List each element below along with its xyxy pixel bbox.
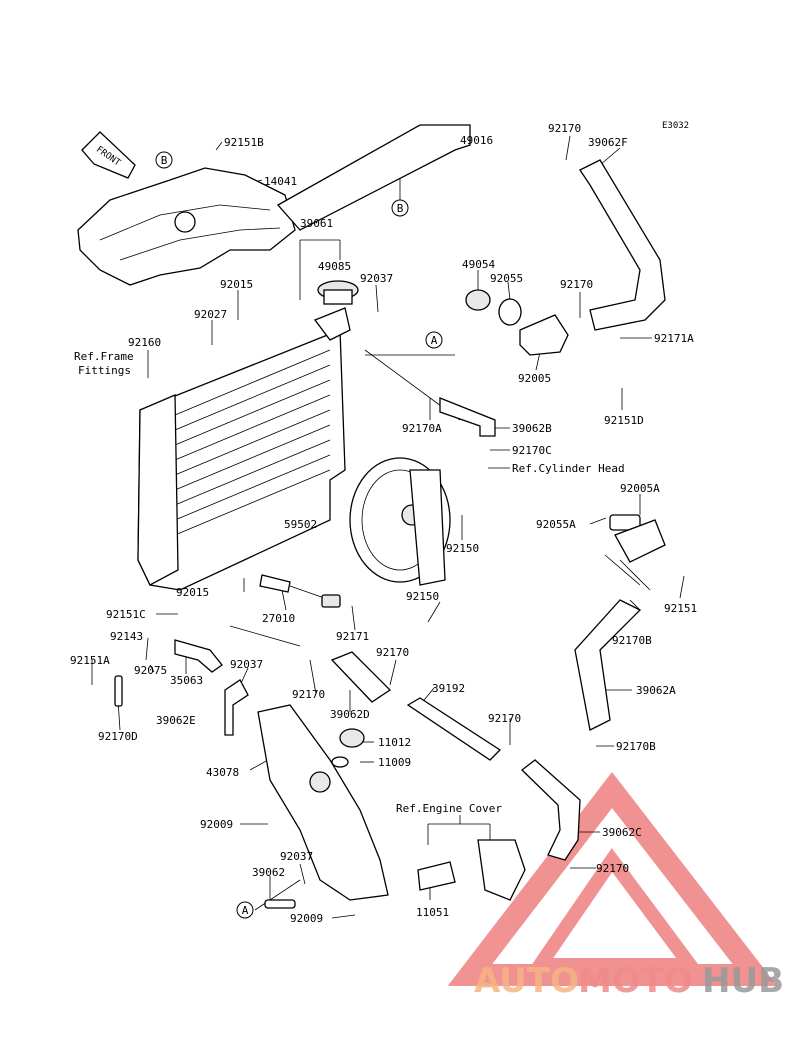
label-49054: 49054 bbox=[462, 258, 495, 271]
label-92170-e: 92170 bbox=[596, 862, 629, 875]
water-pipe-92005A bbox=[609, 514, 666, 563]
label-92170D: 92170D bbox=[98, 730, 138, 743]
hose-39062A bbox=[574, 599, 642, 731]
radiator bbox=[137, 307, 351, 591]
label-92005: 92005 bbox=[518, 372, 551, 385]
svg-text:AUTO: AUTO bbox=[474, 961, 579, 1001]
label-92170-mid: 92170 bbox=[560, 278, 593, 291]
callout-a-top: A bbox=[425, 331, 443, 349]
label-39192: 39192 bbox=[432, 682, 465, 695]
ref-cylinder-head: Ref.Cylinder Head bbox=[512, 462, 625, 475]
label-92170C: 92170C bbox=[512, 444, 552, 457]
svg-text:B: B bbox=[397, 202, 404, 215]
label-92150-a: 92150 bbox=[446, 542, 479, 555]
label-14041: 14041 bbox=[264, 175, 297, 188]
hose-39062E bbox=[224, 679, 249, 736]
label-49085: 49085 bbox=[318, 260, 351, 273]
watermark-logo bbox=[447, 771, 778, 986]
svg-text:MOTO: MOTO bbox=[578, 961, 693, 1001]
label-92151A: 92151A bbox=[70, 654, 110, 667]
radiator-side-seal bbox=[276, 124, 471, 231]
label-92075: 92075 bbox=[134, 664, 167, 677]
part-labels: E3032 FRONT 92151B 14041 49016 92170 390… bbox=[70, 121, 697, 925]
tank-cap-11012 bbox=[331, 728, 365, 768]
svg-text:HUB: HUB bbox=[702, 961, 784, 1001]
label-39062D: 39062D bbox=[330, 708, 370, 721]
thermostat-housing bbox=[465, 289, 569, 356]
label-11012: 11012 bbox=[378, 736, 411, 749]
hose-39062F bbox=[579, 159, 666, 331]
diagram-code: E3032 bbox=[662, 121, 689, 131]
label-39062C: 39062C bbox=[602, 826, 642, 839]
callout-b-left: B bbox=[155, 151, 173, 169]
ref-frame-line1: Ref.Frame bbox=[74, 350, 134, 363]
label-92027: 92027 bbox=[194, 308, 227, 321]
label-92151B: 92151B bbox=[224, 136, 264, 149]
front-arrow bbox=[81, 131, 136, 179]
callout-b-mid: B bbox=[391, 199, 409, 217]
svg-text:B: B bbox=[161, 154, 168, 167]
radiator-shroud-guard bbox=[77, 167, 296, 286]
label-39061: 39061 bbox=[300, 217, 333, 230]
hose-39062D bbox=[330, 651, 392, 703]
label-92170B-b: 92170B bbox=[616, 740, 656, 753]
hose-39062-small bbox=[264, 899, 296, 909]
label-92170-d: 92170 bbox=[488, 712, 521, 725]
watermark-triangle-inner bbox=[526, 847, 704, 972]
radiator-cap bbox=[317, 280, 359, 305]
label-39062B: 39062B bbox=[512, 422, 552, 435]
label-92171: 92171 bbox=[336, 630, 369, 643]
ref-engine-cover: Ref.Engine Cover bbox=[396, 802, 502, 815]
hose-39062B bbox=[439, 397, 496, 437]
label-92170-left: 92170 bbox=[292, 688, 325, 701]
label-92055A: 92055A bbox=[536, 518, 576, 531]
callout-a-bottom: A bbox=[236, 901, 254, 919]
label-92015-top: 92015 bbox=[220, 278, 253, 291]
label-39062: 39062 bbox=[252, 866, 285, 879]
reserve-tank-43078 bbox=[257, 704, 389, 901]
label-92170-c: 92170 bbox=[376, 646, 409, 659]
label-92143: 92143 bbox=[110, 630, 143, 643]
label-92015-bot: 92015 bbox=[176, 586, 209, 599]
cooling-fan bbox=[349, 457, 451, 586]
label-92160: 92160 bbox=[128, 336, 161, 349]
label-92170A: 92170A bbox=[402, 422, 442, 435]
label-92037-bot: 92037 bbox=[280, 850, 313, 863]
label-39062E: 39062E bbox=[156, 714, 196, 727]
label-92037-top: 92037 bbox=[360, 272, 393, 285]
ref-frame-line2: Fittings bbox=[78, 364, 131, 377]
label-92151-right: 92151 bbox=[664, 602, 697, 615]
label-92055: 92055 bbox=[490, 272, 523, 285]
label-92151D: 92151D bbox=[604, 414, 644, 427]
label-92005A: 92005A bbox=[620, 482, 660, 495]
watermark-triangle-outer bbox=[447, 771, 778, 986]
label-92171A: 92171A bbox=[654, 332, 694, 345]
label-92170B-a: 92170B bbox=[612, 634, 652, 647]
label-11051: 11051 bbox=[416, 906, 449, 919]
band-92170D bbox=[114, 675, 123, 707]
bracket-35063 bbox=[174, 639, 223, 673]
fan-switch-27010 bbox=[259, 574, 341, 608]
pipe-39192 bbox=[406, 697, 502, 761]
watermark-text: AUTO MOTO HUB bbox=[474, 961, 784, 1001]
svg-text:A: A bbox=[431, 334, 438, 347]
label-11009: 11009 bbox=[378, 756, 411, 769]
label-43078: 43078 bbox=[206, 766, 239, 779]
label-35063: 35063 bbox=[170, 674, 203, 687]
label-92150-b: 92150 bbox=[406, 590, 439, 603]
label-92009-a: 92009 bbox=[200, 818, 233, 831]
label-59502: 59502 bbox=[284, 518, 317, 531]
bracket-11051 bbox=[417, 839, 526, 901]
hose-39062C bbox=[521, 759, 581, 861]
label-49016: 49016 bbox=[460, 134, 493, 147]
label-92170-top: 92170 bbox=[548, 122, 581, 135]
label-39062A: 39062A bbox=[636, 684, 676, 697]
label-92009-b: 92009 bbox=[290, 912, 323, 925]
label-92037-mid: 92037 bbox=[230, 658, 263, 671]
label-39062F: 39062F bbox=[588, 136, 628, 149]
label-27010: 27010 bbox=[262, 612, 295, 625]
svg-text:A: A bbox=[242, 904, 249, 917]
label-92151C: 92151C bbox=[106, 608, 146, 621]
